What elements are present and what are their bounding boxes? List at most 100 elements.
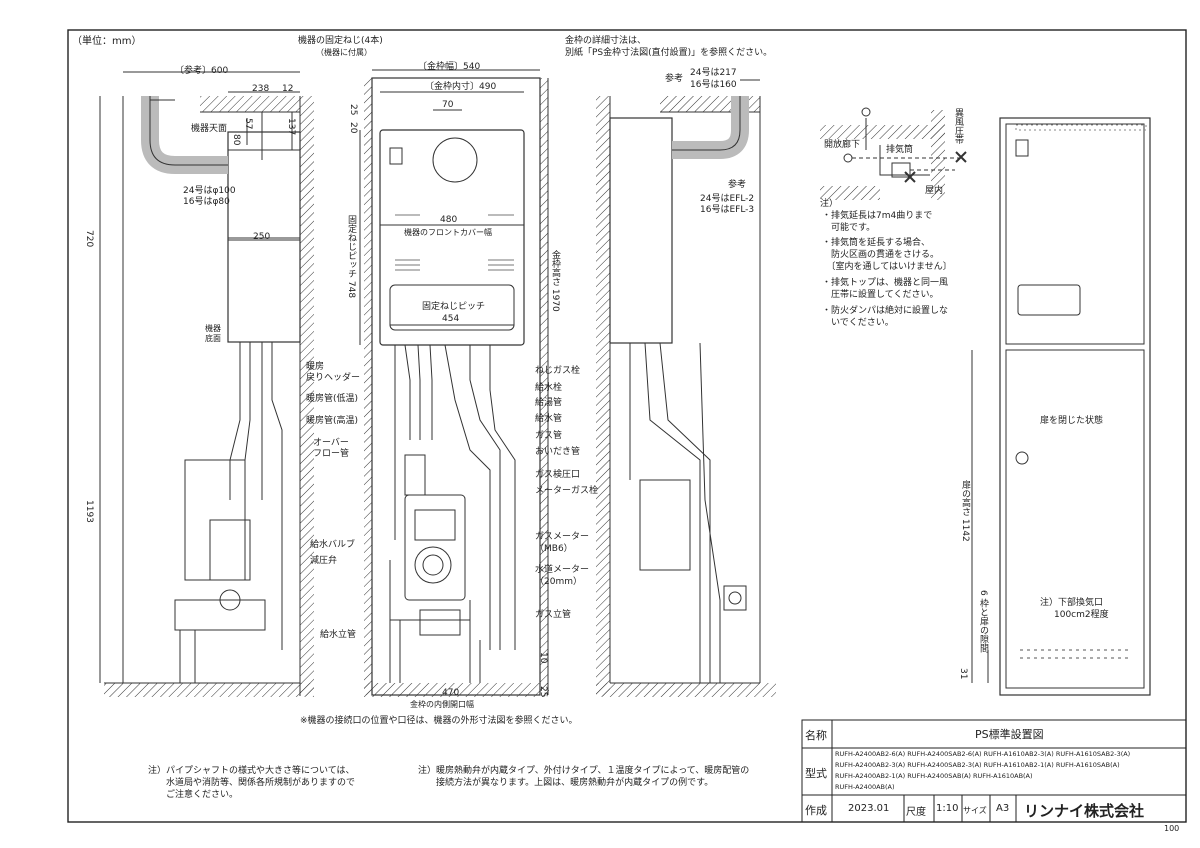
ref-label: 参考 [665,74,684,84]
plan-diagram [820,107,967,200]
frame-width: 〔金枠幅〕540 [418,62,481,72]
callout-meter-gas-cock: メーターガス栓 [535,486,599,496]
callout-heating-return-2: 戻りヘッダー [306,373,361,383]
callout-gas-pipe: ガス管 [535,431,563,441]
callout-water-valve: 給水バルブ [310,540,356,550]
dim-31: 31 [958,668,968,680]
scale-label: 尺度 [906,807,926,818]
dim-454: 454 [442,314,460,324]
plan-indoor: 屋内 [925,186,944,196]
right-note: 注）暖房熱動弁が内蔵タイプ、外付けタイプ、１温度タイプによって、暖房配管の 接続… [418,766,750,788]
callout-reheat-pipe: おいだき管 [535,447,581,457]
door-closed-label: 扉を閉じた状態 [1040,416,1104,426]
plan-exhaust: 排気筒 [886,145,914,155]
ref2-label: 参考 [728,180,747,190]
name-value: PS標準設置図 [975,728,1044,741]
models-row-3: RUFH-A2400AB2-1(A) RUFH-A2400SAB(A) RUFH… [835,772,1033,780]
callout-water-pipe: 給水管 [535,414,563,424]
company-name: リンナイ株式会社 [1024,802,1145,820]
callout-heating-high: 暖房管(高温) [306,416,359,426]
dim-250: 250 [253,232,271,242]
callout-overflow-2: フロー管 [313,449,350,459]
note-2: ・排気筒を延長する場合、 防火区画の貫通をさける。 〔室内を通してはいけません〕 [822,238,952,272]
efl-16: 16号はEFL-3 [700,205,755,215]
models-row-4: RUFH-A2400AB(A) [835,783,895,791]
plan-pressure-zone: 異風圧帯 [953,108,963,144]
callout-water-riser: 給水立管 [320,630,357,640]
callout-gas-cock: ねじガス栓 [535,366,581,376]
dim-720: 720 [84,230,94,248]
screw-pitch-vertical: 固定ねじピッチ 748 [346,215,356,299]
dim-470: 470 [442,688,460,698]
callout-overflow-1: オーバー [313,438,349,448]
created-value: 2023.01 [848,803,890,814]
size-value: A3 [996,803,1010,814]
callout-gas-test-port: ガス検圧口 [535,470,581,480]
bottom-label-1: 機器 [205,324,221,333]
notes-head: 注） [820,199,839,209]
title-block [801,719,1187,823]
dim-1193: 1193 [84,500,94,523]
frame-inner: 〔金枠内寸〕490 [425,82,497,92]
front-view [359,69,549,697]
efl-24: 24号はEFL-2 [700,194,755,204]
note-1: ・排気延長は7m4曲りまで 可能です。 [822,211,933,233]
model-label: 型式 [805,767,827,780]
door-gap: 6 枠と扉の隙間 [978,590,988,653]
callout-water-meter: 水道メーター [535,565,590,575]
callout-gas-riser: ガス立管 [535,610,572,620]
frame-detail-1: 金枠の詳細寸法は、 [565,36,647,46]
screw-sub: （機器に付属） [316,48,372,57]
dim-12: 12 [282,84,294,94]
frame-detail-2: 別紙「PS金枠寸法図(直付設置)」を参照ください。 [565,48,773,58]
side-view-2 [596,79,776,697]
ceiling-label: 機器天面 [191,124,228,134]
dim-20: 20 [348,122,358,134]
front-cover-label: 機器のフロントカバー幅 [404,228,492,237]
dim-70: 70 [442,100,454,110]
sheet-border [67,29,1187,823]
door-height: 扉の高さ 1142 [960,480,970,542]
note-4: ・防火ダンパは絶対に設置しな いでください。 [822,306,949,328]
frame-height: 金枠高さ 1970 [550,250,560,312]
created-label: 作成 [805,804,827,817]
ref-24: 24号は217 [690,68,737,78]
bottom-label-2: 底面 [205,334,221,343]
page-number: 100 [1164,824,1180,833]
pipe-dia-16: 16号はφ80 [183,197,230,207]
left-note: 注）パイプシャフトの様式や大きさ等については、 水道局や消防等、関係各所規制があ… [148,766,356,800]
side-view [99,71,314,697]
inner-opening-label: 金枠の内側開口幅 [410,700,474,709]
name-label: 名称 [805,729,827,742]
dim-25: 25 [348,104,358,116]
dim-25b: 25 [538,686,548,698]
screw-pitch-horizontal: 固定ねじピッチ [422,302,486,312]
ref-width-label: 〔参考〕600 [175,66,229,76]
unit-label: （単位：mm） [72,36,142,47]
callout-pressure-valve: 減圧弁 [310,556,338,566]
callout-hot-water-pipe: 給湯管 [535,398,563,408]
dim-10: 10 [538,652,548,664]
plan-corridor: 開放廊下 [824,140,861,150]
callout-heating-return-1: 暖房 [306,362,325,372]
pipe-dia-24: 24号はφ100 [183,186,236,196]
models-row-2: RUFH-A2400AB2-3(A) RUFH-A2400SAB2-3(A) R… [835,761,1120,769]
callout-water-cock: 給水栓 [535,383,563,393]
note-3: ・排気トップは、機器と同一風 圧帯に設置してください。 [822,278,949,300]
callout-heating-low: 暖房管(低温) [306,394,359,404]
size-label: サイズ [963,806,987,815]
vent-note-2: 100cm2程度 [1054,610,1109,620]
scale-value: 1:10 [936,803,959,814]
ref-16: 16号は160 [690,80,737,90]
callout-water-meter-size: （20mm） [535,577,582,587]
callout-gas-meter-model: （MB6） [535,544,573,554]
vent-note-1: 注）下部換気口 [1040,598,1104,608]
door-view [971,117,1151,696]
models-row-1: RUFH-A2400AB2-6(A) RUFH-A2400SAB2-6(A) R… [835,750,1131,758]
callout-gas-meter: ガスメーター [535,532,590,542]
connection-note: ※機器の接続口の位置や口径は、機器の外形寸法図を参照ください。 [300,716,578,726]
screw-label: 機器の固定ねじ(4本) [298,36,383,46]
dim-57: 57 [243,118,253,130]
dim-238: 238 [252,84,270,94]
